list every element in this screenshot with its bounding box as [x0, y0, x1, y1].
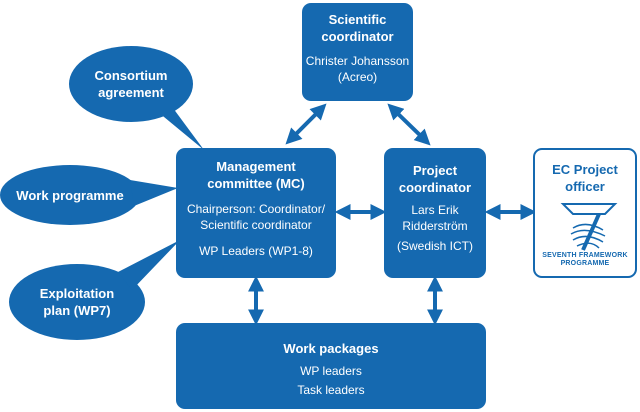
fp7-logo-text-2: PROGRAMME [560, 260, 610, 267]
exploitation-plan-line-1: Exploitation [39, 286, 115, 301]
exploitation-plan-label: Exploitation plan (WP7) [9, 264, 145, 340]
project-coordinator-box: Project coordinator Lars Erik Ridderströ… [384, 148, 486, 278]
project-coordinator-title-1: Project [412, 163, 458, 178]
consortium-agreement-line-1: Consortium [94, 68, 168, 83]
ec-officer-title-2: officer [565, 179, 605, 194]
consortium-agreement-bubble [69, 46, 204, 150]
scientific-coordinator-org: (Acreo) [337, 70, 378, 84]
arrow-scientific-to-project [387, 103, 431, 146]
mc-title-1: Management [216, 159, 296, 174]
management-committee-box: Management committee (MC) Chairperson: C… [176, 148, 336, 278]
project-coordinator-title-2: coordinator [398, 180, 472, 195]
scientific-coordinator-name: Christer Johansson [305, 54, 410, 68]
consortium-agreement-line-2: agreement [98, 85, 164, 100]
work-packages-title: Work packages [283, 341, 379, 356]
work-programme-bubble [0, 165, 178, 225]
work-packages-line-1: WP leaders [300, 364, 362, 378]
arrow-mc-to-scientific [285, 103, 327, 145]
fp7-logo-text-1: SEVENTH FRAMEWORK [542, 252, 628, 259]
project-coordinator-name-1: Lars Erik [411, 203, 459, 217]
ec-officer-title-1: EC Project [552, 162, 618, 177]
consortium-agreement-label: Consortium agreement [69, 46, 193, 122]
mc-wp-leaders: WP Leaders (WP1-8) [199, 244, 313, 258]
work-programme-label: Work programme [0, 165, 140, 225]
mc-chair-2: Scientific coordinator [200, 218, 312, 232]
work-packages-box: Work packages WP leaders Task leaders [176, 323, 486, 409]
work-programme-line-1: Work programme [16, 187, 124, 203]
mc-title-2: committee (MC) [207, 176, 305, 191]
scientific-coordinator-box: Scientific coordinator Christer Johansso… [302, 3, 413, 101]
exploitation-plan-bubble [9, 240, 180, 340]
scientific-coordinator-title-1: Scientific [328, 12, 387, 27]
mc-chair-1: Chairperson: Coordinator/ [186, 202, 326, 216]
exploitation-plan-line-2: plan (WP7) [43, 303, 111, 318]
project-coordinator-name-2: Ridderström [402, 219, 468, 233]
ec-officer-box: EC Project officer SEVENTH FRAMEWORK PRO… [533, 148, 637, 278]
work-packages-line-2: Task leaders [297, 383, 365, 397]
project-coordinator-org: (Swedish ICT) [396, 239, 473, 253]
fp7-logo-icon [560, 203, 618, 251]
scientific-coordinator-title-2: coordinator [321, 29, 394, 44]
